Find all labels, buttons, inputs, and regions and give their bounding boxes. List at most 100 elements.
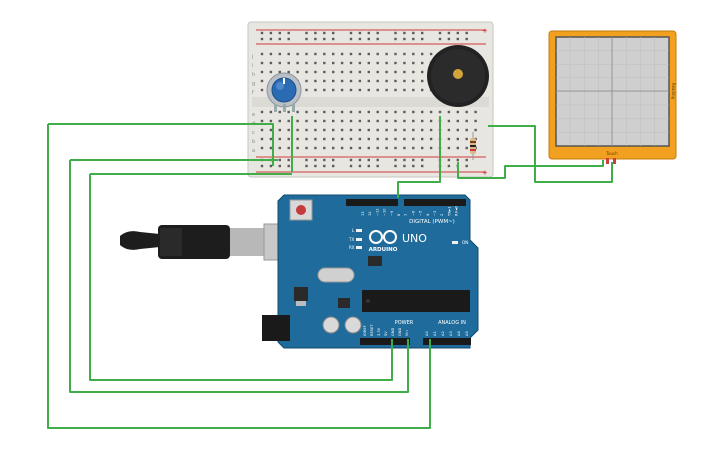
breadboard-hole[interactable] [385,146,388,150]
breadboard-hole[interactable] [269,61,273,65]
breadboard-hole[interactable] [403,137,406,141]
breadboard-hole[interactable] [394,110,397,114]
breadboard-hole[interactable] [403,61,406,65]
breadboard-hole[interactable] [260,164,264,168]
breadboard-hole[interactable] [296,110,299,114]
breadboard-hole[interactable] [403,119,406,123]
breadboard-hole[interactable] [305,110,308,114]
breadboard-hole[interactable] [305,79,308,83]
breadboard-hole[interactable] [421,146,424,150]
breadboard-hole[interactable] [358,146,362,150]
breadboard-hole[interactable] [421,37,424,41]
breadboard-hole[interactable] [367,164,370,168]
breadboard-hole[interactable] [447,137,451,141]
breadboard-hole[interactable] [296,119,299,123]
breadboard-hole[interactable] [376,119,379,123]
breadboard-hole[interactable] [403,158,406,162]
breadboard-hole[interactable] [278,37,281,41]
breadboard-hole[interactable] [260,110,264,114]
breadboard-hole[interactable] [323,146,326,150]
breadboard-hole[interactable] [376,146,379,150]
breadboard-hole[interactable] [332,158,335,162]
breadboard-hole[interactable] [314,158,317,162]
breadboard-hole[interactable] [447,31,451,35]
breadboard-hole[interactable] [367,119,370,123]
breadboard-hole[interactable] [305,158,308,162]
breadboard-hole[interactable] [394,79,397,83]
breadboard-hole[interactable] [260,119,264,123]
breadboard-hole[interactable] [278,31,281,35]
breadboard-hole[interactable] [269,119,273,123]
breadboard-hole[interactable] [305,37,308,41]
breadboard-hole[interactable] [269,110,273,114]
breadboard-hole[interactable] [376,110,379,114]
breadboard-hole[interactable] [323,110,326,114]
breadboard-hole[interactable] [456,31,459,35]
breadboard-hole[interactable] [403,52,406,56]
breadboard-hole[interactable] [465,37,468,41]
breadboard-hole[interactable] [358,37,362,41]
breadboard-hole[interactable] [287,146,290,150]
sensor-pin-1[interactable] [606,158,609,164]
breadboard-hole[interactable] [376,70,379,74]
touch-sensor[interactable]: Touch Reading [548,30,677,164]
breadboard-hole[interactable] [376,31,379,35]
breadboard-hole[interactable] [465,137,468,141]
breadboard-hole[interactable] [421,70,424,74]
breadboard-hole[interactable] [287,37,290,41]
breadboard-hole[interactable] [305,31,308,35]
breadboard-hole[interactable] [394,164,397,168]
breadboard-hole[interactable] [412,158,415,162]
breadboard-hole[interactable] [367,61,370,65]
breadboard-hole[interactable] [358,137,362,141]
breadboard-hole[interactable] [429,128,433,132]
breadboard-hole[interactable] [269,146,273,150]
breadboard-hole[interactable] [260,128,264,132]
breadboard-hole[interactable] [429,52,433,56]
breadboard-hole[interactable] [465,158,468,162]
breadboard-hole[interactable] [438,110,442,114]
breadboard-hole[interactable] [394,61,397,65]
breadboard-hole[interactable] [412,137,415,141]
breadboard-hole[interactable] [385,128,388,132]
breadboard-hole[interactable] [349,164,353,168]
breadboard-hole[interactable] [314,119,317,123]
breadboard-hole[interactable] [367,146,370,150]
breadboard-hole[interactable] [278,137,281,141]
breadboard-hole[interactable] [385,70,388,74]
breadboard-hole[interactable] [340,70,344,74]
breadboard-hole[interactable] [376,137,379,141]
breadboard-hole[interactable] [296,146,299,150]
breadboard-hole[interactable] [332,128,335,132]
breadboard-hole[interactable] [260,146,264,150]
breadboard-hole[interactable] [349,52,353,56]
breadboard-hole[interactable] [332,110,335,114]
breadboard-hole[interactable] [465,164,468,168]
breadboard-hole[interactable] [349,137,353,141]
breadboard-hole[interactable] [456,110,459,114]
breadboard-hole[interactable] [340,146,344,150]
breadboard-hole[interactable] [367,70,370,74]
breadboard-hole[interactable] [278,146,281,150]
breadboard-hole[interactable] [278,164,281,168]
breadboard-hole[interactable] [332,52,335,56]
breadboard-hole[interactable] [385,52,388,56]
breadboard-hole[interactable] [296,61,299,65]
breadboard-hole[interactable] [376,158,379,162]
breadboard-hole[interactable] [314,70,317,74]
breadboard-hole[interactable] [412,128,415,132]
breadboard-hole[interactable] [305,119,308,123]
breadboard-hole[interactable] [465,110,468,114]
breadboard-hole[interactable] [340,79,344,83]
breadboard-hole[interactable] [367,158,370,162]
breadboard-hole[interactable] [260,70,264,74]
breadboard-hole[interactable] [269,137,273,141]
breadboard-hole[interactable] [403,146,406,150]
breadboard-hole[interactable] [332,31,335,35]
breadboard-hole[interactable] [412,37,415,41]
breadboard-hole[interactable] [421,88,424,92]
breadboard-hole[interactable] [323,119,326,123]
breadboard-hole[interactable] [438,37,442,41]
breadboard-hole[interactable] [287,128,290,132]
breadboard-hole[interactable] [394,31,397,35]
